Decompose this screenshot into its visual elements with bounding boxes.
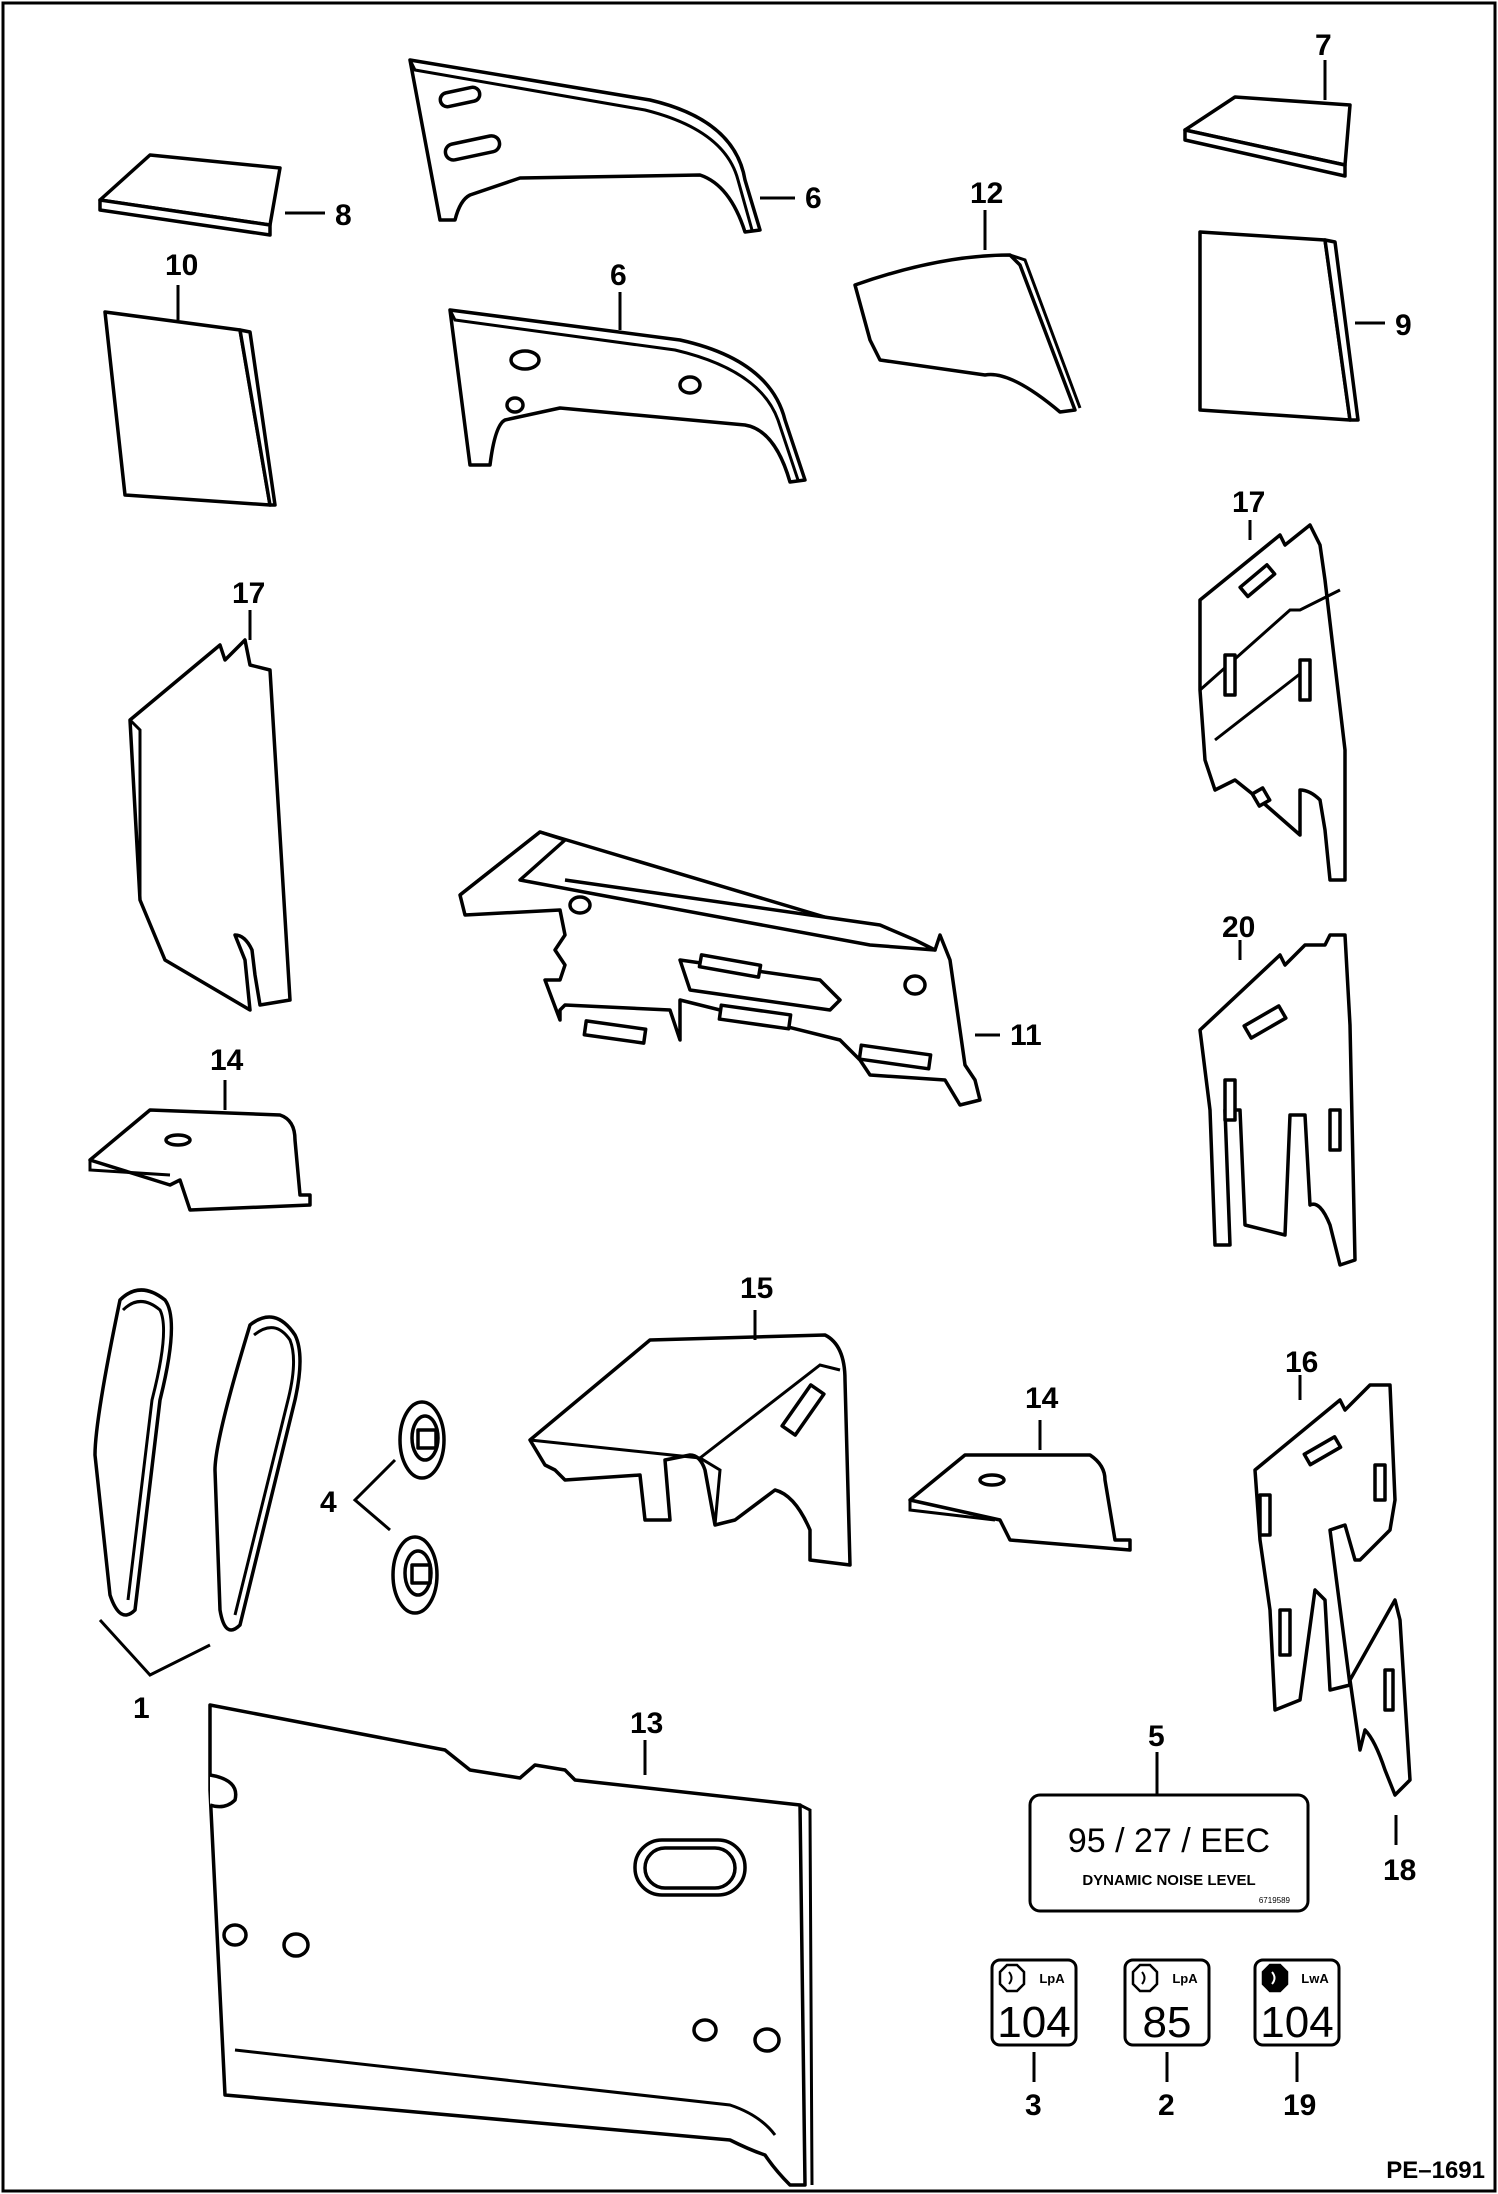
callout-4: 4 [320,1486,337,1519]
callout-14b: 14 [1025,1382,1059,1415]
noise-unit: LwA [1301,1971,1329,1986]
part-12-side-panel [853,210,1082,414]
callout-5: 5 [1148,1720,1165,1753]
callout-18: 18 [1383,1854,1416,1887]
part-5-decal: 95 / 27 / EEC DYNAMIC NOISE LEVEL 671958… [1028,1752,1310,1913]
callout-20: 20 [1222,911,1255,944]
callout-6a: 6 [805,182,822,215]
callout-9: 9 [1395,309,1412,342]
part-6-upper-panel [408,58,795,234]
callout-13: 13 [630,1707,663,1740]
callout-10: 10 [165,249,198,282]
callout-12: 12 [970,177,1003,210]
part-11-main-cover [458,830,1000,1107]
part-18-strip [1348,1598,1412,1845]
callout-19: 19 [1283,2089,1316,2122]
part-15-cover [528,1310,852,1567]
noise-value: 104 [1260,1998,1333,2047]
callout-17b: 17 [1232,486,1265,519]
callout-1: 1 [133,1692,150,1725]
part-9-pad [1198,230,1385,422]
noise-icon-lpa-104: LpA 104 [990,1958,1078,2082]
noise-icon-lpa-85: LpA 85 [1123,1958,1211,2082]
noise-value: 85 [1143,1998,1192,2047]
part-20-panel [1198,933,1357,1267]
callout-2: 2 [1158,2089,1175,2122]
part-13-front-panel [208,1703,814,2187]
part-14-bracket-left [88,1080,312,1212]
callout-17a: 17 [232,577,265,610]
callout-16: 16 [1285,1346,1318,1379]
noise-icon-lwa-104: LwA 104 [1253,1958,1341,2082]
part-16-panel [1253,1375,1397,1712]
part-17-left-panel [128,610,292,1012]
part-17-right-panel [1198,520,1347,882]
noise-unit: LpA [1039,1971,1065,1986]
part-14-bracket-right [908,1420,1132,1552]
part-7-foam-block [1183,60,1352,178]
callout-11: 11 [1010,1019,1042,1052]
callout-8: 8 [335,199,352,232]
noise-unit: LpA [1172,1971,1198,1986]
callout-15: 15 [740,1272,773,1305]
decal-line-1: 95 / 27 / EEC [1068,1822,1270,1860]
decal-part-number: 6719589 [1259,1896,1291,1905]
callout-3: 3 [1025,2089,1042,2122]
part-8-foam-block [98,153,325,237]
part-10-pad [103,285,277,507]
callout-14a: 14 [210,1044,244,1077]
part-1-belts [93,1288,302,1677]
noise-value: 104 [997,1998,1070,2047]
decal-line-2: DYNAMIC NOISE LEVEL [1082,1872,1255,1889]
part-6-lower-panel [448,292,807,484]
callout-7: 7 [1315,29,1332,62]
part-4-pulleys [352,1400,446,1615]
callout-6b: 6 [610,259,627,292]
drawing-reference: PE–1691 [1386,2157,1485,2184]
